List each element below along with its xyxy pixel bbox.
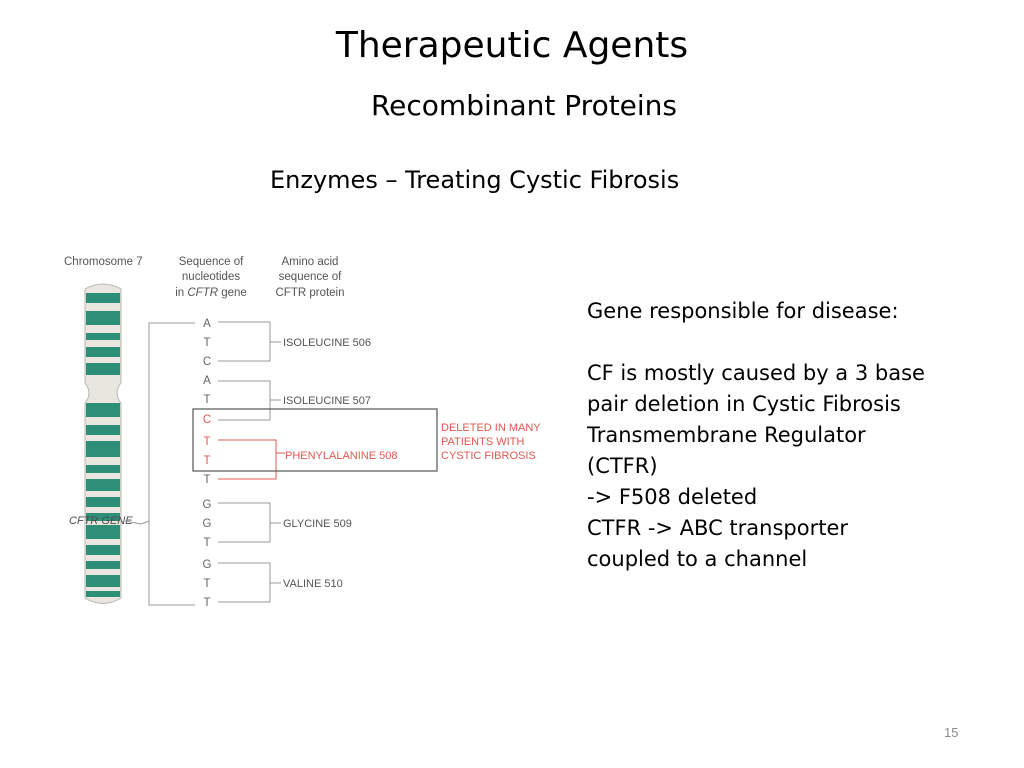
codon-bracket (218, 321, 281, 362)
codon-bracket (218, 439, 285, 480)
amino-header-line2: sequence of (279, 271, 342, 283)
deletion-box (192, 408, 438, 472)
sequence-header-gene: CFTR (187, 287, 218, 299)
nucleotide: T (203, 436, 210, 448)
cftr-gene-diagram: Chromosome 7 Sequence of nucleotides in … (55, 243, 560, 623)
nucleotide: T (203, 337, 210, 349)
sequence-header-in: in (175, 287, 184, 299)
chromosome-band (86, 333, 120, 340)
codon-bracket (218, 562, 281, 603)
body-line: -> F508 deleted (587, 485, 758, 509)
nucleotide: G (203, 499, 212, 511)
nucleotide: C (203, 356, 211, 368)
body-line: CF is mostly caused by a 3 base (587, 361, 925, 385)
chromosome-band (86, 479, 120, 491)
chromosome-band (86, 347, 120, 357)
amino-acid-label: ISOLEUCINE 506 (283, 337, 371, 349)
sequence-header-line1: Sequence of (179, 256, 244, 268)
chromosome-band (86, 311, 120, 325)
codon-brackets (218, 321, 285, 603)
body-line: pair deletion in Cystic Fibrosis (587, 392, 901, 416)
body-line: CTFR -> ABC transporter (587, 516, 849, 540)
amino-acid-label: PHENYLALANINE 508 (285, 450, 398, 462)
deleted-note-line2: PATIENTS WITH (441, 436, 524, 448)
gene-pointer (124, 520, 142, 525)
body-line: Gene responsible for disease: (587, 299, 899, 323)
body-line: coupled to a channel (587, 547, 808, 571)
codon-bracket (218, 380, 281, 421)
chromosome-band (86, 465, 120, 473)
nucleotide: G (203, 559, 212, 571)
body-line: Transmembrane Regulator (587, 423, 866, 447)
deleted-note-line1: DELETED IN MANY (441, 422, 541, 434)
chromosome-band (86, 545, 120, 555)
chromosome-band (86, 575, 120, 587)
amino-acid-label: ISOLEUCINE 507 (283, 395, 371, 407)
body-line: (CTFR) (587, 454, 658, 478)
chromosome-band (86, 591, 120, 597)
chromosome-band (86, 525, 120, 539)
chromosome-band (86, 293, 120, 303)
cftr-gene-label-text: CFTR GENE (69, 515, 133, 527)
nucleotide: C (203, 414, 211, 426)
page-number: 15 (944, 725, 959, 740)
chromosome-band (86, 363, 120, 375)
slide-subtitle: Recombinant Proteins (370, 89, 678, 122)
amino-header-line1: Amino acid (282, 256, 339, 268)
chromosome-7 (84, 283, 122, 604)
body-text: Gene responsible for disease: CF is most… (587, 296, 987, 575)
chromosome-band (86, 441, 120, 457)
nucleotide: T (203, 394, 210, 406)
cftr-gene-label: CFTR GENE (69, 515, 133, 527)
chromosome-band (86, 497, 120, 507)
sequence-header-line3: in CFTR gene (175, 287, 247, 299)
nucleotide-sequence: A T C A T C T T T G G T G T T (203, 318, 212, 609)
slide-heading: Enzymes – Treating Cystic Fibrosis (270, 166, 680, 194)
nucleotide: A (203, 375, 211, 387)
nucleotide: T (203, 455, 210, 467)
body-spacer (587, 327, 987, 358)
chromosome-band (86, 425, 120, 435)
nucleotide: T (203, 597, 210, 609)
deleted-note-line3: CYSTIC FIBROSIS (441, 450, 536, 462)
chromosome-band (86, 561, 120, 569)
chromosome-label: Chromosome 7 (64, 256, 143, 268)
slide-title: Therapeutic Agents (335, 25, 689, 66)
nucleotide: T (203, 537, 210, 549)
sequence-header-word: gene (221, 287, 247, 299)
amino-acid-label: GLYCINE 509 (283, 518, 352, 530)
nucleotide: T (203, 474, 210, 486)
nucleotide: T (203, 578, 210, 590)
gene-bracket (140, 322, 195, 606)
chromosome-band (86, 403, 120, 417)
nucleotide: G (203, 518, 212, 530)
sequence-header-line2: nucleotides (182, 271, 240, 283)
nucleotide: A (203, 318, 211, 330)
chromosome-band (86, 513, 120, 521)
codon-bracket (218, 502, 281, 543)
amino-acid-label: VALINE 510 (283, 578, 343, 590)
amino-header-line3: CFTR protein (275, 287, 344, 299)
